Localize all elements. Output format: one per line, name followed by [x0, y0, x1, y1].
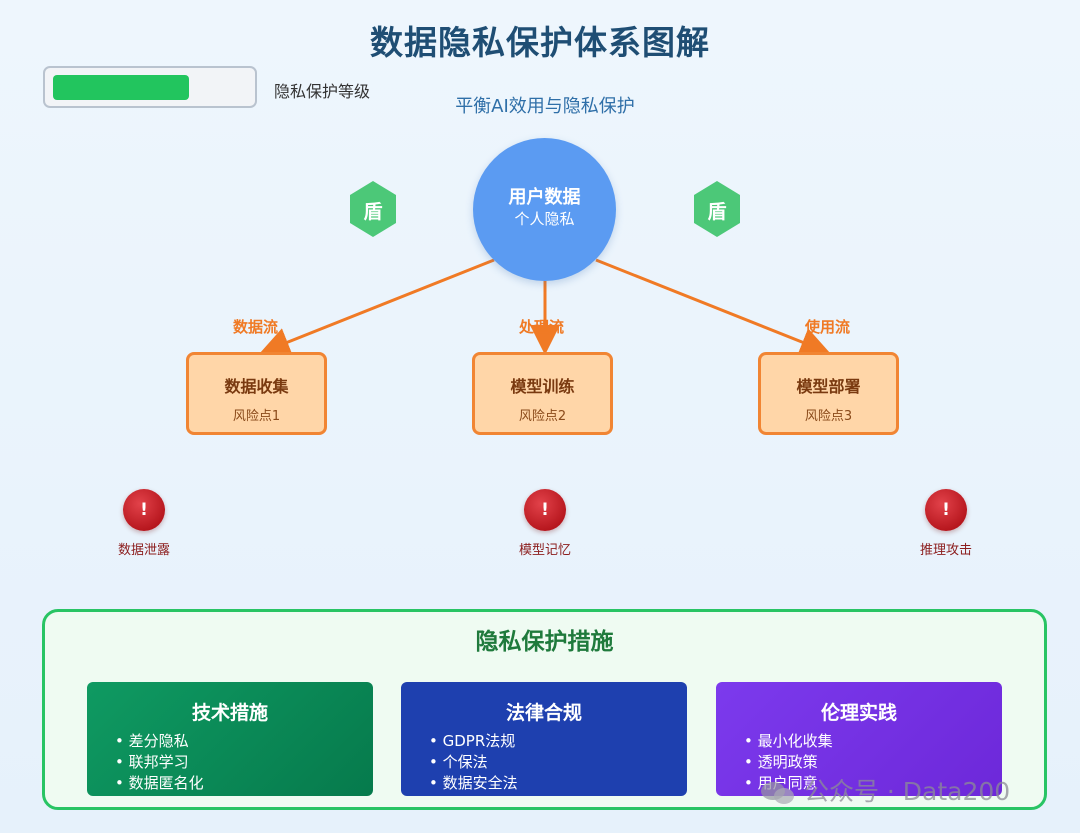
- shield-label: 盾: [707, 201, 727, 223]
- risk-label-leak: 数据泄露: [117, 543, 170, 558]
- stage-model-training: 模型训练 风险点2: [472, 352, 613, 435]
- risk-label-memory: 模型记忆: [518, 543, 571, 558]
- card-list: 差分隐私 联邦学习 数据匿名化: [115, 731, 204, 794]
- list-item: 透明政策: [744, 752, 833, 773]
- list-item: 最小化收集: [744, 731, 833, 752]
- stage-model-deployment: 模型部署 风险点3: [758, 352, 899, 435]
- stage-risk: 风险点2: [518, 409, 567, 424]
- flow-label-data: 数据流: [233, 318, 279, 336]
- stage-title: 模型部署: [796, 377, 861, 396]
- shield-icon: 盾: [694, 181, 740, 237]
- stage-risk: 风险点1: [232, 409, 281, 424]
- list-item: 个保法: [429, 752, 518, 773]
- card-title: 伦理实践: [820, 702, 897, 724]
- stage-title: 数据收集: [224, 377, 289, 396]
- alert-icon: !: [925, 489, 967, 531]
- risk-label-inference: 推理攻击: [919, 543, 972, 558]
- flow-label-usage: 使用流: [805, 318, 851, 336]
- flow-arrow-deploy: [595, 258, 831, 357]
- measure-card-legal: 法律合规 GDPR法规 个保法 数据安全法: [401, 682, 687, 796]
- alert-icon: !: [123, 489, 165, 531]
- user-data-subtitle: 个人隐私: [514, 210, 575, 228]
- list-item: 数据匿名化: [115, 773, 204, 794]
- page-title: 数据隐私保护体系图解: [370, 23, 710, 62]
- flow-label-process: 处理流: [519, 318, 565, 336]
- card-title: 技术措施: [191, 702, 268, 724]
- privacy-level-label: 隐私保护等级: [274, 82, 371, 101]
- watermark-text: 公众号 · Data200: [803, 777, 1011, 806]
- alert-icon: !: [524, 489, 566, 531]
- list-item: GDPR法规: [429, 731, 518, 752]
- stage-title: 模型训练: [510, 377, 575, 396]
- list-item: 联邦学习: [115, 752, 204, 773]
- watermark: 公众号 · Data200: [760, 772, 1010, 808]
- list-item: 数据安全法: [429, 773, 518, 794]
- user-data-title: 用户数据: [508, 187, 581, 208]
- measure-card-technical: 技术措施 差分隐私 联邦学习 数据匿名化: [87, 682, 373, 796]
- stage-data-collection: 数据收集 风险点1: [186, 352, 327, 435]
- measures-title: 隐私保护措施: [475, 629, 614, 655]
- privacy-level-bar: [43, 66, 257, 108]
- flow-arrow-collect: [259, 258, 495, 357]
- privacy-level-fill: [53, 75, 189, 100]
- card-list: GDPR法规 个保法 数据安全法: [429, 731, 518, 794]
- user-data-node: 用户数据 个人隐私: [473, 138, 616, 281]
- list-item: 差分隐私: [115, 731, 204, 752]
- card-title: 法律合规: [505, 702, 582, 724]
- shield-label: 盾: [363, 201, 383, 223]
- stage-risk: 风险点3: [804, 409, 853, 424]
- shield-icon: 盾: [350, 181, 396, 237]
- measure-card-ethics: 伦理实践 最小化收集 透明政策 用户同意: [716, 682, 1002, 796]
- wechat-icon: [760, 780, 796, 806]
- page-subtitle: 平衡AI效用与隐私保护: [455, 96, 635, 117]
